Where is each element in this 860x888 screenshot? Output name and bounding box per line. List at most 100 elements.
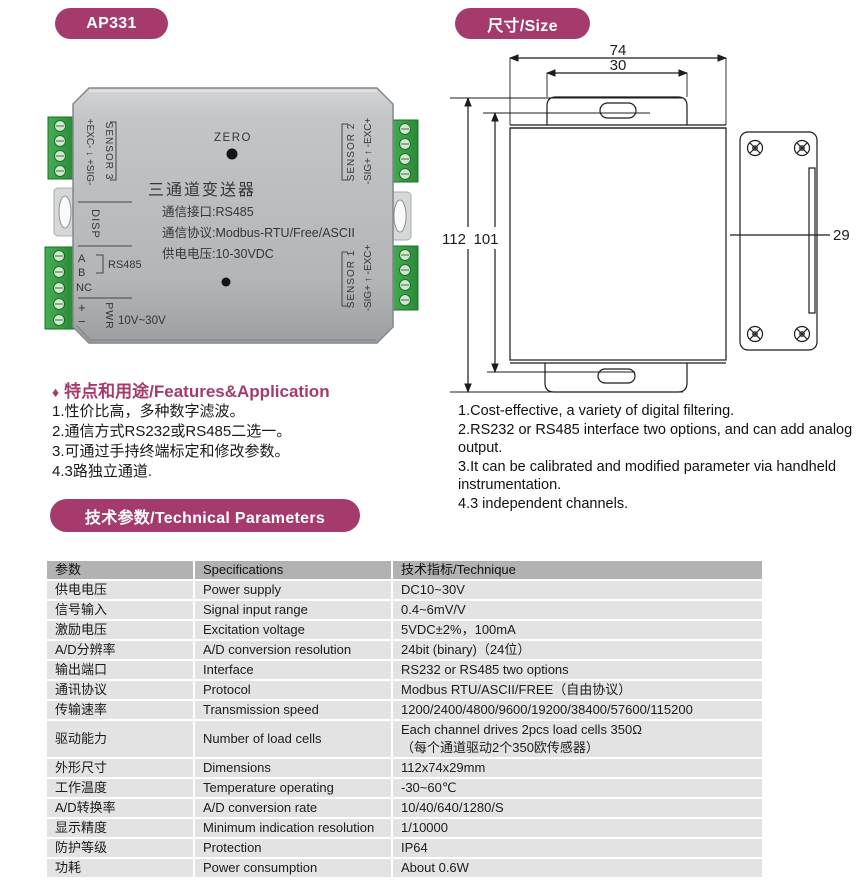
cell-value: 1/10000 (393, 819, 762, 837)
table-row: A/D分辨率 A/D conversion resolution 24bit (… (47, 641, 762, 659)
features-list-zh: 1.性价比高，多种数字滤波。2.通信方式RS232或RS485二选一。3.可通过… (52, 402, 291, 482)
table-row: A/D转换率 A/D conversion rate 10/40/640/128… (47, 799, 762, 817)
table-row: 信号输入 Signal input range 0.4~6mV/V (47, 601, 762, 619)
screw-icon (793, 325, 811, 343)
terminal-block-sensor2 (390, 119, 419, 183)
technical-parameters-badge: 技术参数/Technical Parameters (50, 499, 360, 532)
terminal-block-comm-power (44, 246, 75, 330)
pwr-label: PWR (103, 302, 115, 330)
feature-item-en: 4.3 independent channels. (458, 495, 629, 512)
table-row: 传输速率 Transmission speed 1200/2400/4800/9… (47, 701, 762, 719)
cell-param: 驱动能力 (47, 721, 193, 757)
cell-spec: Power supply (195, 581, 391, 599)
feature-item-zh: 4.3路独立通道. (52, 463, 153, 480)
cell-spec: Excitation voltage (195, 621, 391, 639)
table-row: 激励电压 Excitation voltage 5VDC±2%，100mA (47, 621, 762, 639)
device-line-interface: 通信接口:RS485 (162, 204, 254, 219)
mounting-flange-left (53, 187, 77, 237)
sensor1-pins-label: -SIG+ ↑ -EXC+ (363, 244, 374, 311)
disp-label: DISP (89, 209, 101, 239)
cell-value: 10/40/640/1280/S (393, 799, 762, 817)
cell-value: 5VDC±2%，100mA (393, 621, 762, 639)
cell-spec: Minimum indication resolution (195, 819, 391, 837)
cell-spec: Protocol (195, 681, 391, 699)
sensor3-label: SENSOR 3 (103, 122, 114, 181)
screw-icon (793, 139, 811, 157)
cell-value: 1200/2400/4800/9600/19200/38400/57600/11… (393, 701, 762, 719)
cell-spec: Protection (195, 839, 391, 857)
cell-param: 激励电压 (47, 621, 193, 639)
cell-spec: A/D conversion resolution (195, 641, 391, 659)
cell-param: 信号输入 (47, 601, 193, 619)
cell-value: RS232 or RS485 two options (393, 661, 762, 679)
feature-item-en: 1.Cost-effective, a variety of digital f… (458, 403, 735, 419)
col-header-spec: Specifications (195, 561, 391, 579)
device-photo: ZERO 三通道变送器 通信接口:RS485 通信协议:Modbus-RTU/F… (40, 62, 425, 362)
cell-param: 输出端口 (47, 661, 193, 679)
feature-item-zh: 3.可通过手持终端标定和修改参数。 (52, 443, 290, 460)
mounting-flange-right (388, 191, 412, 241)
sensor2-pins-label: -SIG+ ↑ -EXC+ (363, 117, 374, 184)
table-row: 输出端口 Interface RS232 or RS485 two option… (47, 661, 762, 679)
pwr-range-label: 10V~30V (118, 315, 166, 327)
table-row: 工作温度 Temperature operating -30~60℃ (47, 779, 762, 797)
dim-depth-label: 29 (833, 227, 850, 244)
sensor2-label: SENSOR 2 (346, 123, 357, 182)
feature-item-en: 2.RS232 or RS485 interface two options, … (458, 421, 853, 457)
cell-spec: Interface (195, 661, 391, 679)
cell-value: DC10~30V (393, 581, 762, 599)
spec-table: 参数 Specifications 技术指标/Technique 供电电压 Po… (47, 561, 762, 879)
features-heading: ♦特点和用途/Features&Application (52, 377, 330, 402)
cell-param: A/D转换率 (47, 799, 193, 817)
device-line-power: 供电电压:10-30VDC (162, 247, 274, 261)
cell-value: Modbus RTU/ASCII/FREE（自由协议） (393, 681, 762, 699)
feature-item-en: 3.It can be calibrated and modified para… (458, 458, 837, 494)
device-line-protocol: 通信协议:Modbus-RTU/Free/ASCII (162, 225, 355, 240)
features-heading-text: 特点和用途/Features&Application (64, 382, 330, 401)
rs485-label: RS485 (108, 259, 142, 271)
device-body (72, 87, 394, 344)
cell-spec: A/D conversion rate (195, 799, 391, 817)
cell-param: 传输速率 (47, 701, 193, 719)
table-row: 通讯协议 Protocol Modbus RTU/ASCII/FREE（自由协议… (47, 681, 762, 699)
cell-value: IP64 (393, 839, 762, 857)
feature-item-zh: 1.性价比高，多种数字滤波。 (52, 403, 245, 420)
cell-param: 显示精度 (47, 819, 193, 837)
dim-inner-label: 101 (473, 231, 498, 248)
table-row: 供电电压 Power supply DC10~30V (47, 581, 762, 599)
minus-label: − (78, 314, 86, 329)
cell-param: 工作温度 (47, 779, 193, 797)
terminal-block-sensor1 (390, 245, 419, 311)
dim-slot-label: 30 (610, 57, 627, 74)
cell-spec: Transmission speed (195, 701, 391, 719)
cell-value: Each channel drives 2pcs load cells 350Ω… (393, 721, 762, 757)
col-header-param: 参数 (47, 561, 193, 579)
cell-value: About 0.6W (393, 859, 762, 877)
zero-label: ZERO (214, 132, 252, 144)
cell-value: 24bit (binary)（24位） (393, 641, 762, 659)
size-section-badge: 尺寸/Size (455, 8, 590, 39)
dimension-drawing: 74 30 112 101 29 (430, 42, 860, 402)
sensor3-pins-label: +EXC- ↓ +SIG- (84, 119, 95, 186)
cell-spec: Signal input range (195, 601, 391, 619)
col-header-technique: 技术指标/Technique (393, 561, 762, 579)
table-body: 供电电压 Power supply DC10~30V 信号输入 Signal i… (47, 581, 762, 877)
plus-label: + (78, 300, 86, 315)
cell-param: 供电电压 (47, 581, 193, 599)
screw-icon (746, 325, 764, 343)
cell-spec: Dimensions (195, 759, 391, 777)
cell-param: 功耗 (47, 859, 193, 877)
terminal-nc-label: NC (76, 282, 92, 294)
screw-icon (746, 139, 764, 157)
cell-param: 防护等级 (47, 839, 193, 857)
cell-value: 0.4~6mV/V (393, 601, 762, 619)
dim-width-label: 74 (610, 42, 627, 59)
cell-param: A/D分辨率 (47, 641, 193, 659)
terminal-b-label: B (78, 267, 85, 279)
cell-spec: Temperature operating (195, 779, 391, 797)
status-dot (221, 277, 231, 287)
cell-param: 外形尺寸 (47, 759, 193, 777)
diamond-icon: ♦ (52, 384, 60, 400)
cell-value: -30~60℃ (393, 779, 762, 797)
